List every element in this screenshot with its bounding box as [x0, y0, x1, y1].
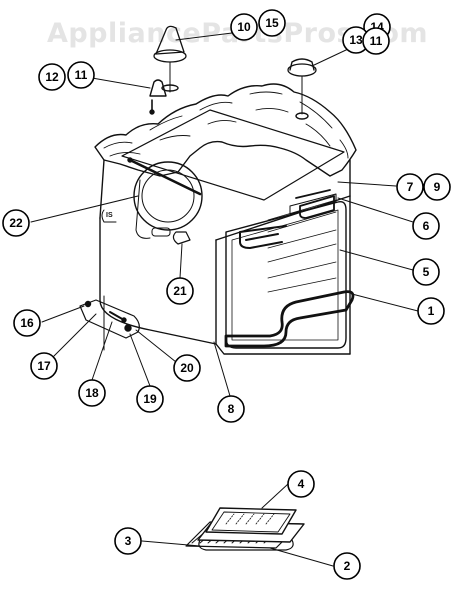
- callout-circle: [166, 277, 194, 305]
- callout-label: 20: [180, 361, 194, 375]
- cavity-front: [99, 217, 217, 345]
- callout-18: 18: [78, 379, 106, 407]
- callout-circle: [333, 552, 361, 580]
- callout-circle: [230, 13, 258, 41]
- callout-11: 11: [67, 61, 95, 89]
- callout-label: 13: [349, 33, 363, 47]
- callout-11: 11: [362, 27, 390, 55]
- callout-circle: [67, 61, 95, 89]
- callout-circle: [412, 258, 440, 286]
- vent-cone-left: [155, 25, 185, 55]
- callout-label: 4: [298, 477, 305, 491]
- callout-label: 1: [428, 304, 435, 318]
- callout-8: 8: [217, 395, 245, 423]
- callout-label: 15: [265, 16, 279, 30]
- callout-1: 1: [417, 297, 445, 325]
- callout-15: 15: [258, 9, 286, 37]
- callout-9: 9: [423, 173, 451, 201]
- callout-circle: [30, 352, 58, 380]
- callout-2: 2: [333, 552, 361, 580]
- callout-label: 19: [143, 392, 157, 406]
- callout-label: 6: [423, 219, 430, 233]
- bake-element: [239, 225, 287, 249]
- callout-circle: [13, 309, 41, 337]
- insulation-top: [94, 83, 357, 177]
- callout-17: 17: [30, 352, 58, 380]
- callout-20: 20: [173, 354, 201, 382]
- callout-label: 2: [344, 559, 351, 573]
- callout-label: 16: [20, 316, 34, 330]
- callout-label: 18: [85, 386, 99, 400]
- callout-circle: [417, 297, 445, 325]
- callout-4: 4: [287, 470, 315, 498]
- callout-6: 6: [412, 212, 440, 240]
- sensor-rod: [128, 158, 202, 196]
- callout-22: 22: [2, 209, 30, 237]
- callout-12: 12: [38, 63, 66, 91]
- cavity-top: [121, 109, 345, 201]
- callout-label: 5: [423, 265, 430, 279]
- callout-19: 19: [136, 385, 164, 413]
- callout-circle: [38, 63, 66, 91]
- callout-label: 12: [45, 70, 59, 84]
- callout-label: 22: [9, 216, 23, 230]
- callout-3: 3: [114, 527, 142, 555]
- callout-10: 10: [230, 13, 258, 41]
- lamp-socket: [149, 79, 167, 97]
- callout-5: 5: [412, 258, 440, 286]
- callout-circle: [173, 354, 201, 382]
- callout-label: 8: [228, 402, 235, 416]
- broil-element: [295, 189, 335, 219]
- callout-21: 21: [166, 277, 194, 305]
- callout-circle: [362, 27, 390, 55]
- callout-7: 7: [396, 173, 424, 201]
- callout-16: 16: [13, 309, 41, 337]
- callout-circle: [217, 395, 245, 423]
- rack-guides: [267, 199, 337, 293]
- callout-label: 11: [75, 68, 88, 82]
- callout-circle: [423, 173, 451, 201]
- callout-circle: [78, 379, 106, 407]
- callout-circle: [114, 527, 142, 555]
- callout-label: 21: [173, 284, 187, 298]
- callout-circle: [287, 470, 315, 498]
- callout-label: 11: [370, 34, 383, 48]
- svg-text:IS: IS: [106, 212, 113, 219]
- callout-label: 3: [125, 534, 132, 548]
- callout-label: 7: [407, 180, 414, 194]
- side-vent: [133, 161, 203, 231]
- callout-label: 9: [434, 180, 441, 194]
- callout-circle: [258, 9, 286, 37]
- callout-label: 17: [37, 359, 51, 373]
- bracket-21: [172, 231, 191, 245]
- callout-label: 10: [237, 20, 251, 34]
- terminal-plate: [79, 299, 140, 339]
- callout-circle: [396, 173, 424, 201]
- callout-circle: [2, 209, 30, 237]
- callout-circle: [136, 385, 164, 413]
- callout-circle: [412, 212, 440, 240]
